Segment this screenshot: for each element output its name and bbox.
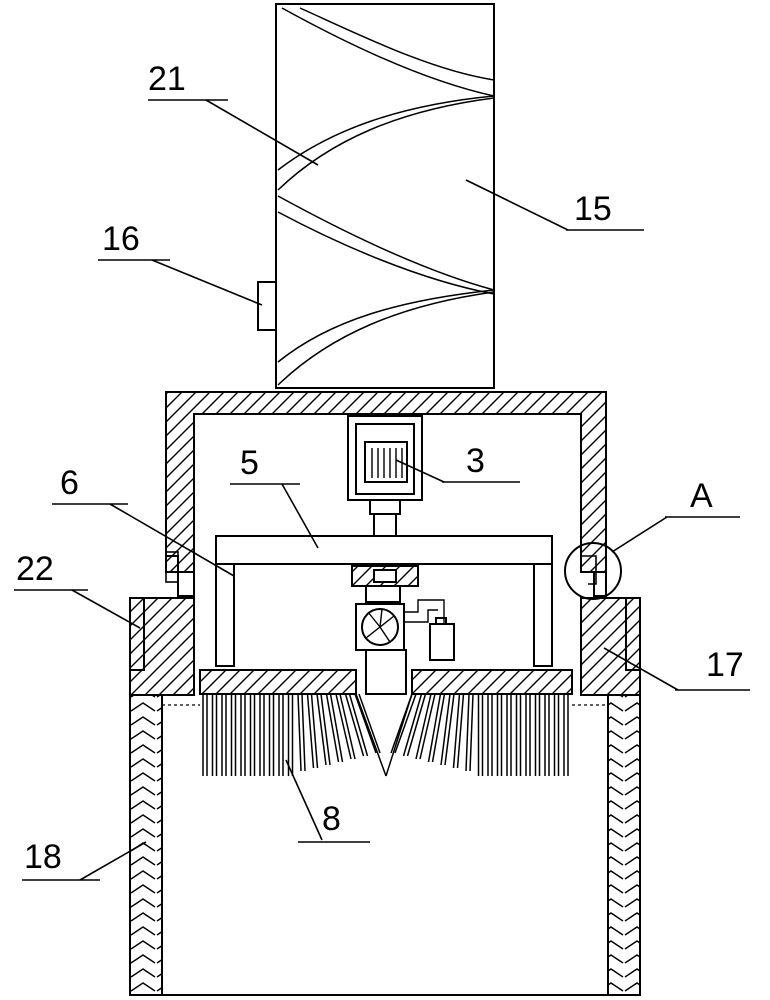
bristle (306, 693, 315, 769)
bristle (406, 693, 427, 757)
lower-cylinder (129, 694, 641, 996)
spiral-blade (277, 7, 495, 386)
leader-lines (14, 99, 750, 881)
bristle (329, 693, 344, 763)
feed-tube (275, 3, 495, 389)
label-a: A (690, 477, 713, 515)
bristle (427, 693, 442, 763)
ring-block-left (129, 597, 195, 696)
label-21: 21 (148, 60, 186, 98)
bristle (394, 693, 417, 754)
label-22: 22 (16, 550, 54, 588)
bristle (297, 693, 302, 772)
bristle (325, 693, 340, 763)
label-5: 5 (240, 444, 259, 482)
bristle (320, 693, 331, 766)
bristle (402, 693, 423, 757)
bristle (431, 693, 446, 763)
brush-plate (199, 669, 573, 695)
detail-a-marker (165, 542, 622, 600)
bristle (444, 693, 455, 766)
reference-labels: 21 15 16 3 5 6 A 22 17 8 18 (16, 60, 744, 876)
label-6: 6 (60, 464, 79, 502)
bristle (456, 693, 465, 769)
bristle (310, 693, 319, 769)
bristle (354, 693, 377, 754)
bristle (465, 693, 470, 772)
ring-block-right (580, 597, 641, 696)
label-16: 16 (102, 220, 140, 258)
bristle (344, 693, 365, 757)
bristle (316, 693, 327, 766)
label-3: 3 (466, 442, 485, 480)
bristle (419, 693, 436, 760)
motor (347, 415, 423, 537)
bristle (335, 693, 352, 760)
coupling (351, 565, 419, 603)
bristle (385, 693, 413, 777)
bristle (469, 693, 474, 772)
label-18: 18 (24, 838, 62, 876)
fan-unit (355, 599, 455, 695)
bristle (452, 693, 461, 769)
bristle (355, 693, 387, 777)
bristle (358, 693, 381, 754)
label-17: 17 (706, 646, 744, 684)
brush-bristles (202, 693, 569, 777)
bristle (348, 693, 369, 757)
bristle (301, 693, 306, 772)
label-8: 8 (322, 800, 341, 838)
bristle (440, 693, 451, 766)
bristle (339, 693, 356, 760)
frame (215, 535, 553, 667)
bristle (415, 693, 432, 760)
label-15: 15 (574, 190, 612, 228)
side-button (257, 281, 277, 331)
